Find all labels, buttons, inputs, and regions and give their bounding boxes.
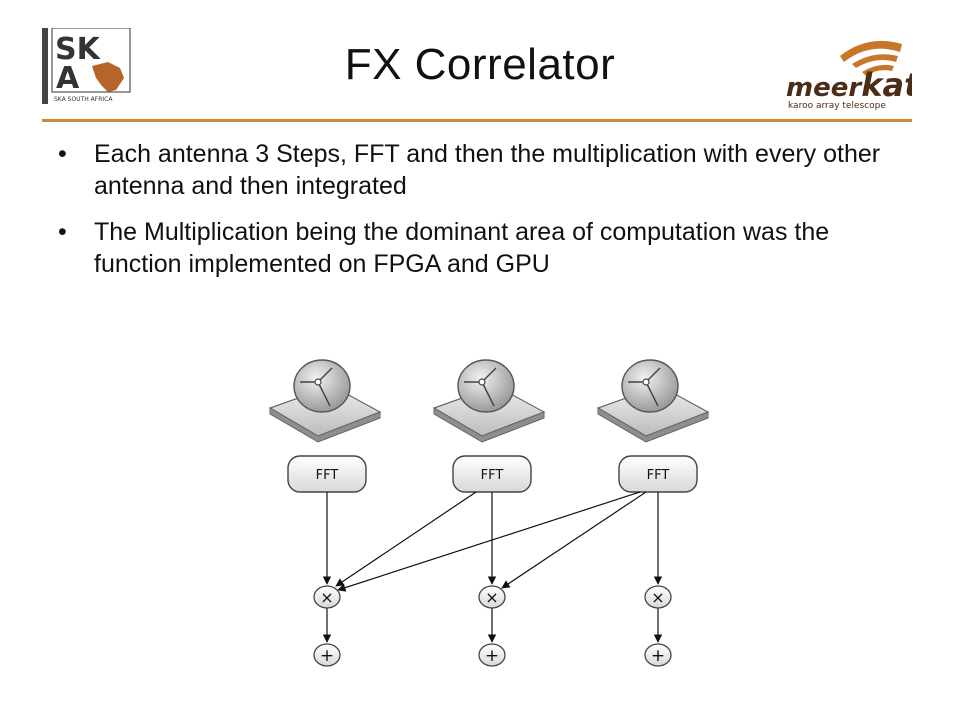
bullet-item: • Each antenna 3 Steps, FFT and then the… [58, 138, 898, 202]
meerkat-wordmark-kat: kat [861, 66, 912, 104]
bullet-dot: • [58, 140, 67, 168]
ska-logo-letters-top: SK [55, 32, 102, 67]
multiply-node: × [478, 585, 506, 609]
bullet-text: Each antenna 3 Steps, FFT and then the m… [94, 140, 881, 200]
integrate-symbol: + [485, 646, 499, 666]
ska-logo-letters-bottom: A [56, 61, 80, 96]
fft-label: FFT [647, 468, 670, 483]
connection-arrows [322, 491, 663, 643]
bullet-dot: • [58, 218, 67, 246]
ska-logo: SK A SKA SOUTH AFRICA [42, 27, 134, 109]
integrate-node: + [644, 643, 672, 667]
bullet-item: • The Multiplication being the dominant … [58, 216, 898, 280]
svg-text:meerkat: meerkat [786, 66, 912, 104]
fft-label: FFT [316, 468, 339, 483]
meerkat-tagline: karoo array telescope [788, 101, 886, 111]
meerkat-logo: meerkat karoo array telescope [782, 36, 921, 117]
multiply-node: × [644, 585, 672, 609]
ska-logo-caption: SKA SOUTH AFRICA [54, 96, 113, 103]
slide-title: FX Correlator [344, 40, 616, 89]
meerkat-wordmark-meer: meer [786, 73, 863, 103]
integrate-node: + [313, 643, 341, 667]
integrate-node: + [478, 643, 506, 667]
fx-correlator-diagram: FFT FFT FFT × × [240, 350, 720, 695]
multiply-symbol: × [485, 588, 498, 607]
fft-block: FFT [287, 455, 367, 493]
multiply-symbol: × [320, 588, 333, 607]
antenna-dish-icon [596, 359, 710, 443]
integrate-symbol: + [651, 646, 665, 666]
antenna-dish-icon [268, 359, 382, 443]
multiply-node: × [313, 585, 341, 609]
fft-label: FFT [481, 468, 504, 483]
bullet-text: The Multiplication being the dominant ar… [94, 218, 830, 278]
multiply-symbol: × [651, 588, 664, 607]
title-divider [42, 119, 912, 122]
meerkat-swoosh-icon [840, 40, 902, 62]
fft-block: FFT [618, 455, 698, 493]
fft-block: FFT [452, 455, 532, 493]
bullet-list: • Each antenna 3 Steps, FFT and then the… [58, 138, 898, 294]
antenna-dish-icon [432, 359, 546, 443]
integrate-symbol: + [320, 646, 334, 666]
